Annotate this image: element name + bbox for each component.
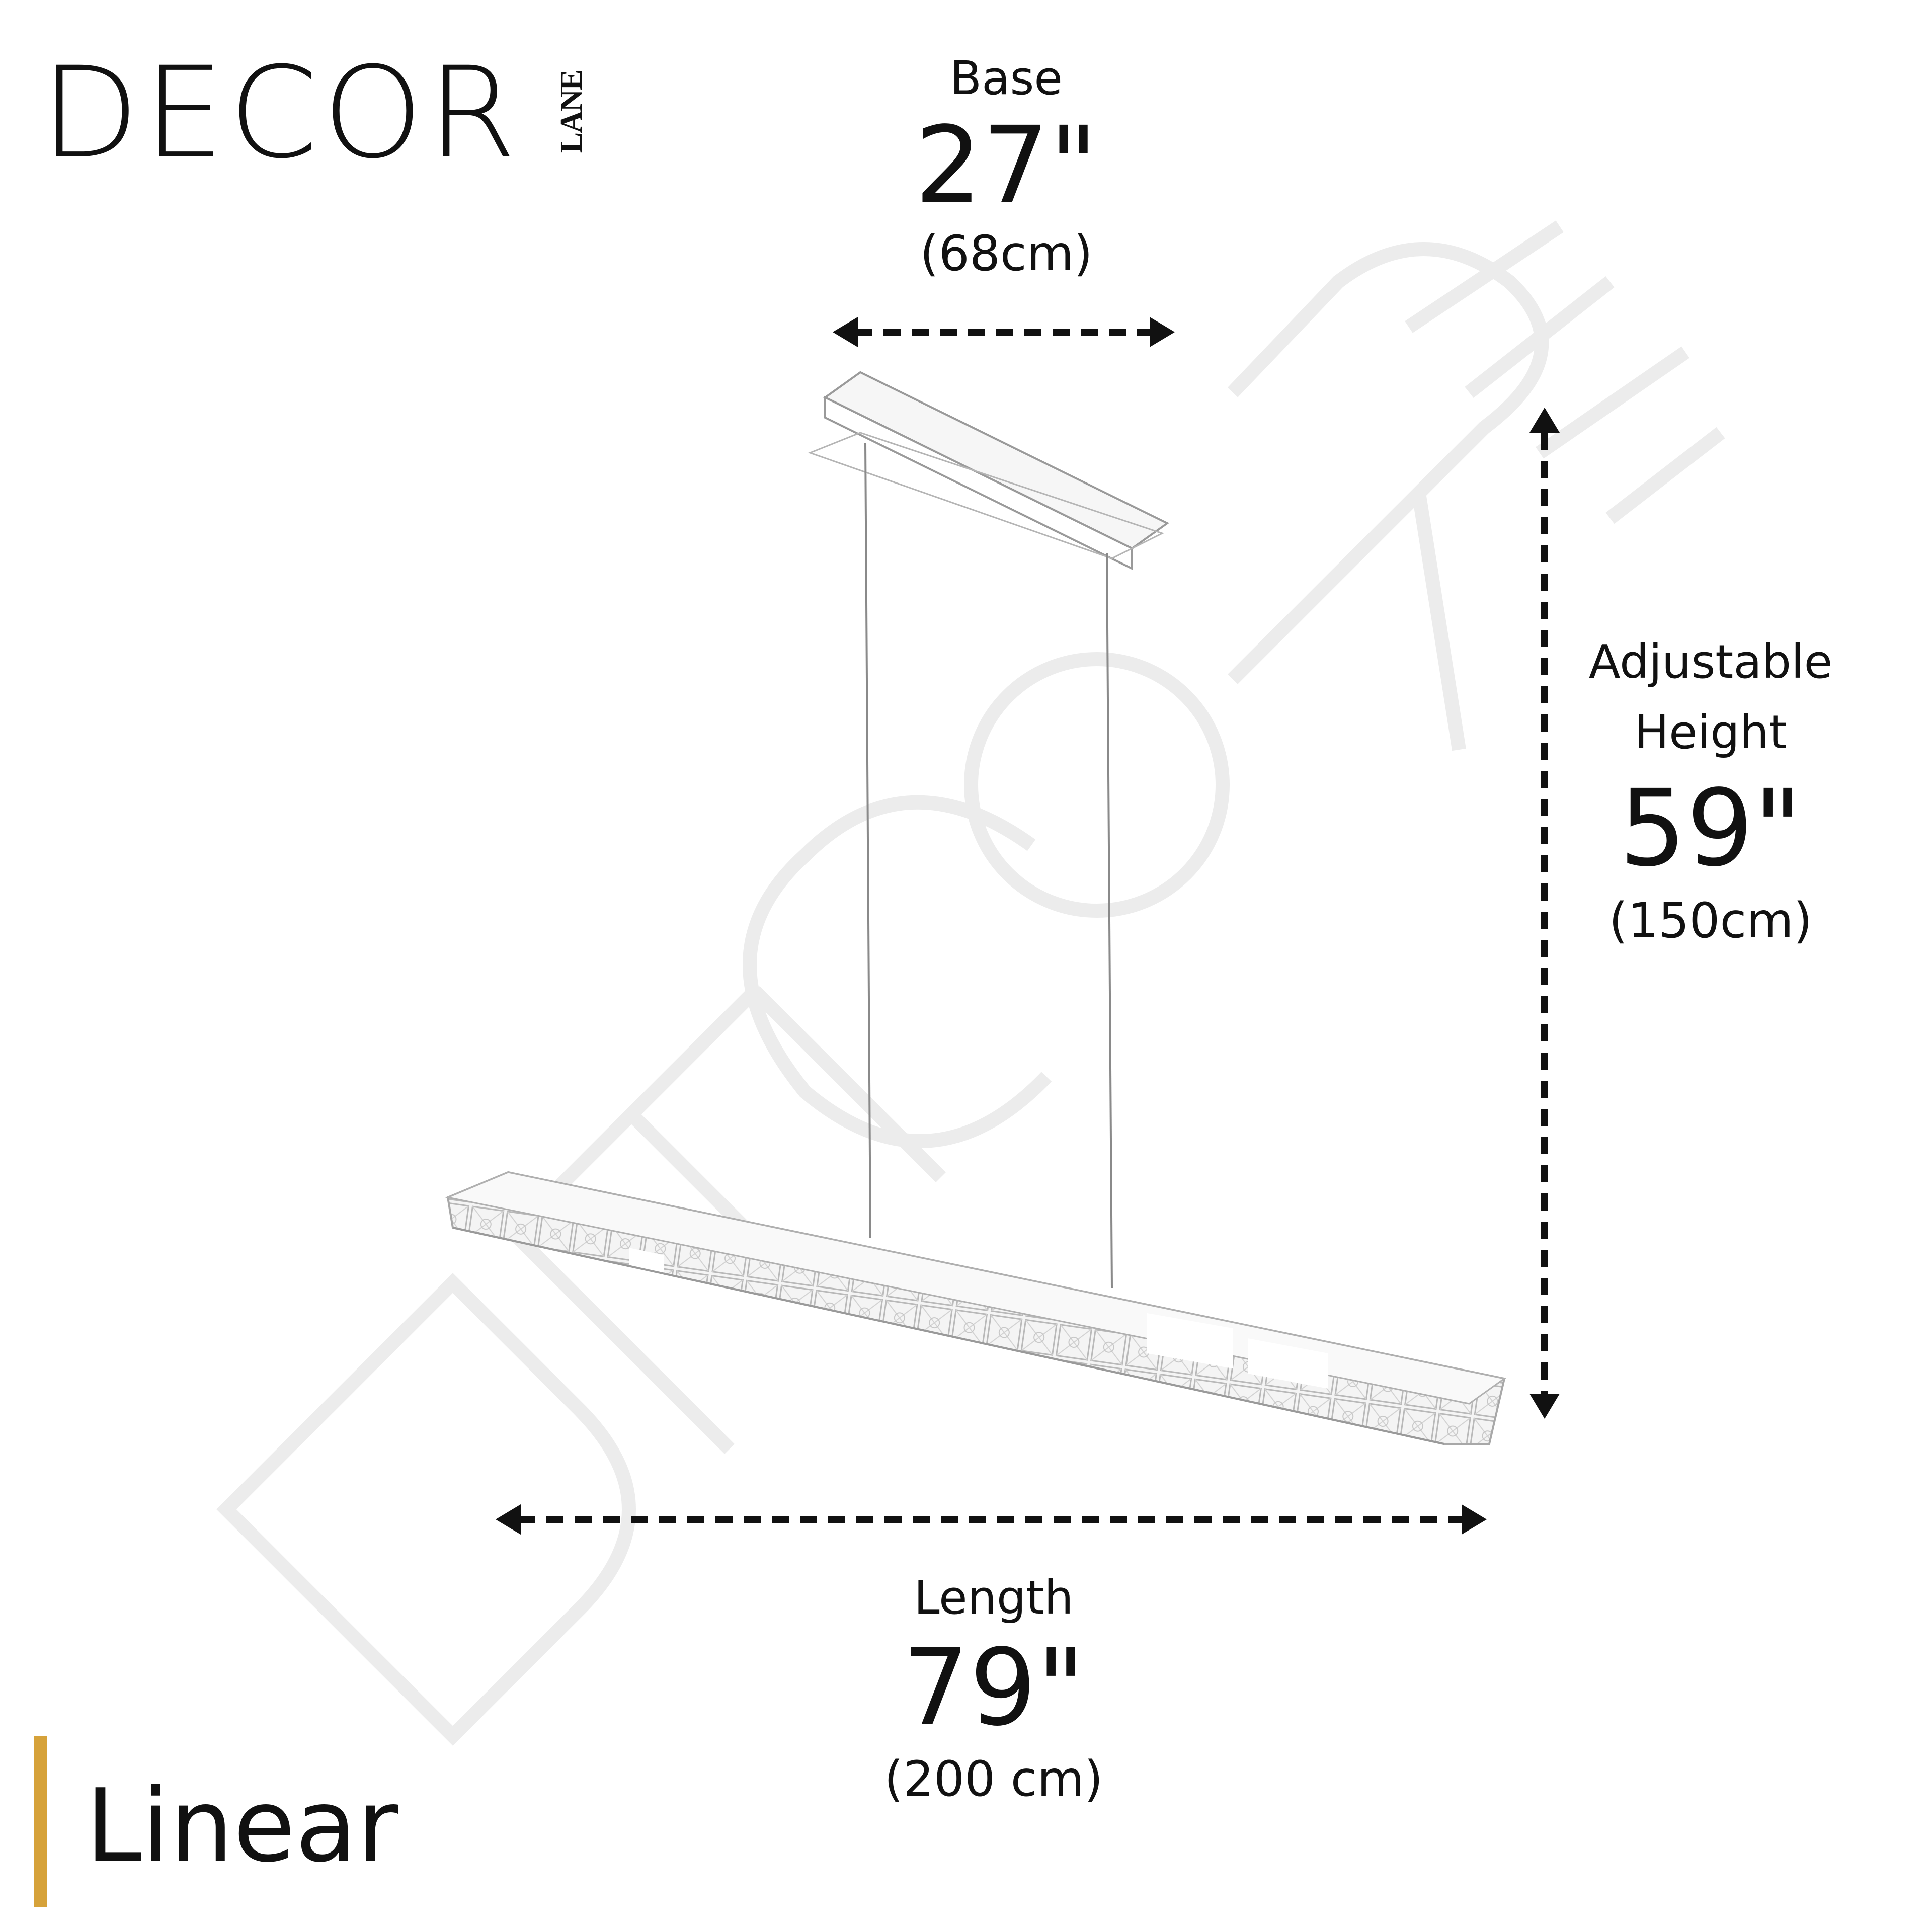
base-metric: (68cm) [920,225,1093,282]
length-value: 79" [902,1626,1085,1749]
base-label: Base [949,51,1063,105]
length-dimension: Length 79" (200 cm) [830,1571,1157,1807]
suspension-wire-left [864,442,871,1238]
brand-logo: DECOR LANE [41,50,589,176]
suspension-wire-right [1106,553,1113,1289]
height-metric: (150cm) [1608,893,1813,949]
logo-wordmark: DECOR [40,40,521,186]
product-title: Linear [86,1767,398,1885]
title-accent-bar [34,1736,47,1907]
linear-crystal-fixture [445,1171,1506,1445]
base-dimension-arrow [833,317,1175,347]
height-label-line2: Height [1634,705,1788,759]
length-metric: (200 cm) [884,1751,1103,1807]
ceiling-canopy [808,371,1169,571]
base-value: 27" [915,104,1098,227]
height-dimension-arrow [1530,408,1560,1419]
height-value: 59" [1619,767,1802,890]
length-dimension-arrow [496,1504,1487,1535]
height-label-line1: Adjustable [1588,635,1833,689]
length-label: Length [914,1571,1074,1625]
base-dimension: Base 27" (68cm) [855,55,1157,278]
height-dimension: Adjustable Height 59" (150cm) [1535,639,1887,945]
